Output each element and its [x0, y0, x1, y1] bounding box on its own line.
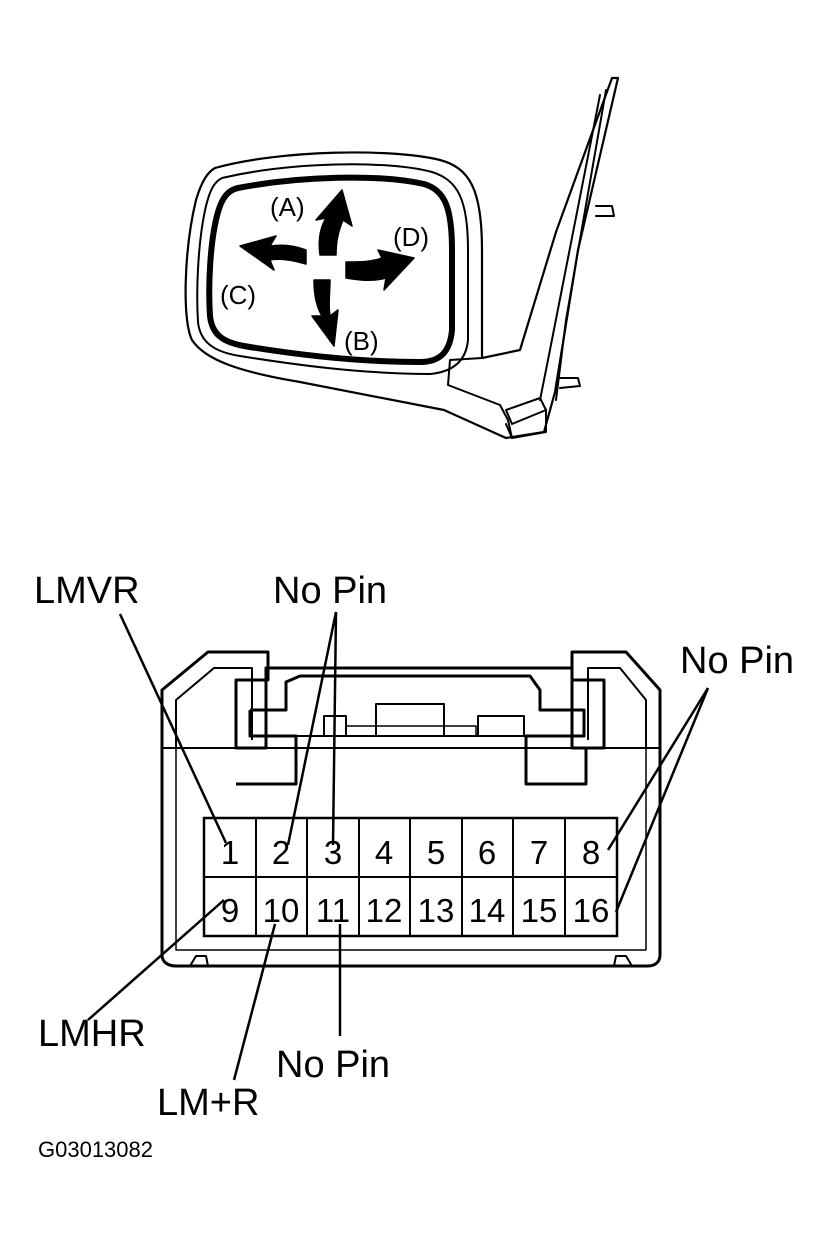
- pin-11: 11: [316, 892, 350, 929]
- figure-code: G03013082: [38, 1137, 153, 1162]
- leader-no-pin-top-2: [286, 611, 338, 846]
- arrow-label-a: (A): [270, 192, 305, 222]
- outside-mirror-illustration: (A) (D) (C) (B): [184, 76, 620, 440]
- connector-lock: [250, 674, 602, 786]
- connector-left-latch: [175, 667, 253, 748]
- pin-12: 12: [366, 892, 403, 929]
- pin-6: 6: [478, 834, 496, 871]
- mirror-stalk-edge: [555, 89, 607, 401]
- callout-lmhr: LMHR: [38, 1013, 146, 1055]
- pin-numbers: 1 2 3 4 5 6 7 8 9 10 11 12 13 14 15 16: [221, 834, 610, 929]
- pin-5: 5: [427, 834, 445, 871]
- leader-lmvr: [118, 613, 228, 844]
- callout-no-pin-bottom: No Pin: [276, 1044, 390, 1086]
- pin-10: 10: [263, 892, 300, 929]
- pin-16: 16: [573, 892, 610, 929]
- pin-8: 8: [582, 834, 600, 871]
- pin-2: 2: [272, 834, 290, 871]
- mirror-glass: [206, 174, 455, 365]
- callout-no-pin-right: No Pin: [680, 640, 794, 682]
- pin-grid: [202, 816, 619, 938]
- pin-9: 9: [221, 892, 239, 929]
- leader-no-pin-right-16: [614, 687, 710, 913]
- mirror-mount-arm: [447, 357, 513, 439]
- pin-15: 15: [521, 892, 558, 929]
- arrow-label-d: (D): [393, 222, 429, 252]
- callout-lmvr: LMVR: [34, 570, 140, 612]
- callout-no-pin-top: No Pin: [273, 570, 387, 612]
- leader-lines: [87, 611, 710, 1081]
- callout-lm-plus-r: LM+R: [157, 1082, 259, 1124]
- arrow-down-icon: [311, 279, 339, 347]
- pin-4: 4: [375, 834, 393, 871]
- adjustment-arrows: [239, 189, 415, 347]
- pin-13: 13: [418, 892, 455, 929]
- pin-14: 14: [469, 892, 506, 929]
- arrow-label-c: (C): [220, 280, 256, 310]
- leader-no-pin-right-8: [606, 687, 710, 851]
- pin-7: 7: [530, 834, 548, 871]
- mirror-housing-rim: [196, 163, 469, 375]
- pin-3: 3: [324, 834, 342, 871]
- leader-lmhr: [87, 899, 225, 1021]
- connector-bottom-foot: [189, 955, 633, 967]
- arrow-up-icon: [315, 189, 353, 256]
- arrow-left-icon: [239, 235, 307, 271]
- mirror-stalk: [539, 94, 601, 401]
- mirror-housing-outer: [184, 76, 620, 440]
- arrow-label-b: (B): [344, 326, 379, 356]
- arrow-right-icon: [345, 249, 415, 291]
- connector-right-latch: [587, 667, 647, 748]
- leader-lm-plus-r: [232, 923, 277, 1081]
- leader-no-pin-top-3: [331, 611, 338, 846]
